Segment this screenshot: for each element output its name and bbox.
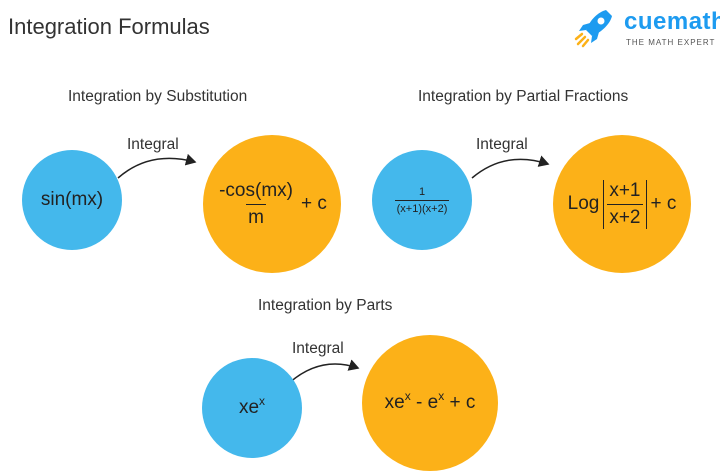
input-circle-parts: xex [202,358,302,458]
arrow-label-substitution: Integral [127,136,179,153]
section-title-parts: Integration by Parts [258,297,393,314]
term1-exponent: x [404,389,411,403]
rocket-icon [574,10,612,48]
result-circle-partial-fractions: Log x+1 x+2 + c [553,135,691,273]
fraction-denominator: m [246,203,266,229]
input-expression: xex [238,394,266,419]
input-expression: sin(mx) [40,189,104,210]
arrow-substitution [117,153,197,179]
logo-tagline: THE MATH EXPERT [626,38,716,47]
arrow-parts [287,359,360,385]
constant-term: + c [449,392,476,413]
fraction-numerator: x+1 [609,179,641,201]
result-expression: xex - ex + c [384,389,476,414]
constant-term: + c [301,193,327,214]
input-circle-partial-fractions: 1 (x+1)(x+2) [372,150,472,250]
absolute-value: x+1 x+2 [603,179,647,229]
page-title: Integration Formulas [8,14,210,39]
section-title-substitution: Integration by Substitution [68,88,248,105]
fraction-numerator: 1 [418,185,426,198]
result-expression: Log x+1 x+2 + c [567,179,677,229]
cuemath-logo: cuemath THE MATH EXPERT [572,4,720,56]
logo-name: cuemath [624,8,720,35]
result-fraction: x+1 x+2 [607,179,643,229]
term2-base: e [427,392,439,413]
term2-exponent: x [438,389,445,403]
arrow-partial-fractions [471,155,550,179]
input-base: xe [238,397,260,418]
term1-base: xe [384,392,405,413]
section-title-partial-fractions: Integration by Partial Fractions [418,88,629,105]
fraction-denominator: (x+1)(x+2) [394,199,450,215]
result-expression: -cos(mx) m + c [217,180,327,229]
result-circle-substitution: -cos(mx) m + c [203,135,341,273]
arrow-label-partial-fractions: Integral [476,136,528,153]
minus-sign: - [416,392,423,413]
log-prefix: Log [567,193,600,214]
input-fraction: 1 (x+1)(x+2) [394,185,450,215]
result-fraction: -cos(mx) m [217,180,295,229]
arrow-label-parts: Integral [292,340,344,357]
input-circle-substitution: sin(mx) [22,150,122,250]
constant-term: + c [650,193,677,214]
input-exponent: x [259,394,266,408]
fraction-denominator: x+2 [607,203,643,229]
fraction-numerator: -cos(mx) [219,179,293,201]
result-circle-parts: xex - ex + c [362,335,498,471]
